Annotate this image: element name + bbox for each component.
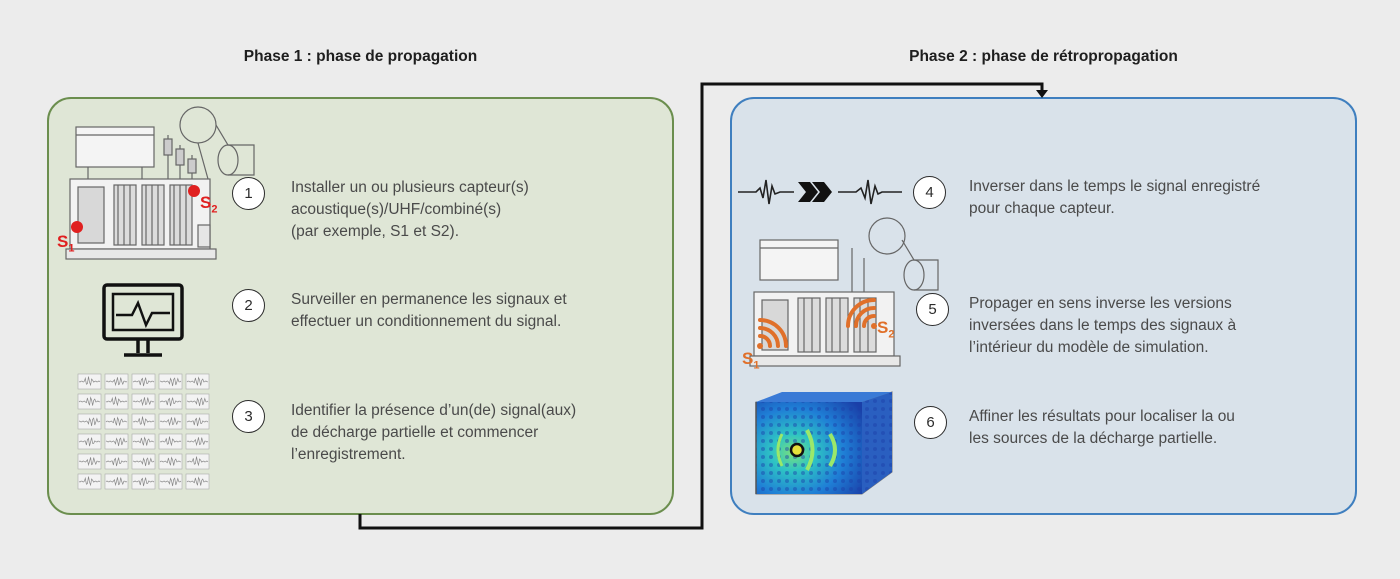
step-text: Surveiller en permanence les signaux et … bbox=[291, 291, 567, 330]
step-text: Propager en sens inverse les versions in… bbox=[969, 295, 1237, 356]
signal-grid-icon bbox=[77, 373, 210, 490]
monitor-icon bbox=[102, 283, 184, 357]
sensor-s1-wave-label: S1 bbox=[742, 349, 760, 372]
step-4: 4 Inverser dans le temps le signal enreg… bbox=[913, 176, 1329, 220]
transformer-icon bbox=[65, 106, 255, 260]
step-5: 5 Propager en sens inverse les versions … bbox=[916, 293, 1329, 359]
sensor-s1-label: S1 bbox=[57, 232, 75, 255]
step-text: Identifier la présence d’un(de) signal(a… bbox=[291, 402, 577, 463]
sensor-s2-label: S2 bbox=[200, 193, 218, 216]
waveform-reverse-icon bbox=[738, 179, 902, 205]
step-number: 6 bbox=[914, 406, 947, 439]
transformer-wave-icon bbox=[749, 217, 939, 367]
step-number: 5 bbox=[916, 293, 949, 326]
step-text: Installer un ou plusieurs capteur(s) aco… bbox=[291, 179, 529, 240]
step-2: 2 Surveiller en permanence les signaux e… bbox=[232, 289, 651, 333]
step-number: 4 bbox=[913, 176, 946, 209]
step-number: 3 bbox=[232, 400, 265, 433]
step-3: 3 Identifier la présence d’un(de) signal… bbox=[232, 400, 651, 466]
simulation-box-icon bbox=[755, 391, 893, 495]
step-number: 2 bbox=[232, 289, 265, 322]
step-number: 1 bbox=[232, 177, 265, 210]
step-6: 6 Affiner les résultats pour localiser l… bbox=[914, 406, 1329, 450]
sensor-s2-wave-label: S2 bbox=[877, 318, 895, 341]
step-text: Affiner les résultats pour localiser la … bbox=[969, 408, 1235, 447]
step-1: 1 Installer un ou plusieurs capteur(s) a… bbox=[232, 177, 651, 243]
phase2-title: Phase 2 : phase de rétropropagation bbox=[909, 48, 1178, 65]
step-text: Inverser dans le temps le signal enregis… bbox=[969, 178, 1261, 217]
phase1-title: Phase 1 : phase de propagation bbox=[243, 48, 478, 65]
